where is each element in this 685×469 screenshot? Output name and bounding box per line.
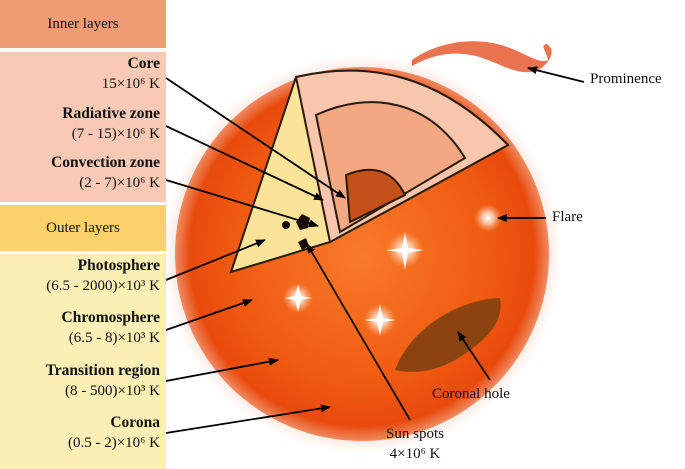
label-chromosphere: Chromosphere(6.5 - 8)×10³ K	[61, 309, 160, 346]
arrow-prominence	[527, 66, 585, 83]
arrow-photosphere	[165, 239, 266, 281]
arrow-corona	[165, 404, 331, 434]
label-radiative-zone: Radiative zone(7 - 15)×10⁶ K	[62, 105, 160, 142]
prominence-shape	[412, 41, 552, 73]
label-convection-zone: Convection zone(2 - 7)×10⁶ K	[51, 154, 160, 191]
outer-layers-title: Outer layers	[46, 220, 120, 236]
coronal-hole-shape	[395, 298, 501, 372]
label-sun-spots: Sun spots 4×10⁶ K	[386, 426, 444, 462]
arrow-core	[165, 77, 346, 199]
arrow-radiative-zone	[165, 125, 324, 201]
arrow-convection-zone	[165, 179, 319, 228]
arrow-sun-spots	[306, 243, 411, 421]
outer-layers-header: Outer layers	[0, 205, 166, 251]
label-photosphere: Photosphere(6.5 - 2000)×10³ K	[46, 257, 160, 294]
arrow-coronal-hole	[457, 331, 491, 381]
core-shape	[344, 168, 407, 224]
label-corona: Corona(0.5 - 2)×10⁶ K	[67, 414, 160, 451]
outer-layers-panel: Photosphere(6.5 - 2000)×10³ K Chromosphe…	[0, 254, 166, 469]
arrow-chromosphere	[165, 299, 253, 331]
label-transition-region: Transition region(8 - 500)×10³ K	[45, 362, 160, 399]
label-coronal-hole: Coronal hole	[432, 386, 510, 402]
arrow-transition-region	[165, 357, 279, 382]
label-flare: Flare	[552, 209, 583, 225]
inner-layers-header: Inner layers	[0, 0, 166, 48]
flares	[283, 204, 502, 336]
label-prominence: Prominence	[590, 71, 662, 87]
inner-layers-title: Inner layers	[47, 16, 119, 32]
